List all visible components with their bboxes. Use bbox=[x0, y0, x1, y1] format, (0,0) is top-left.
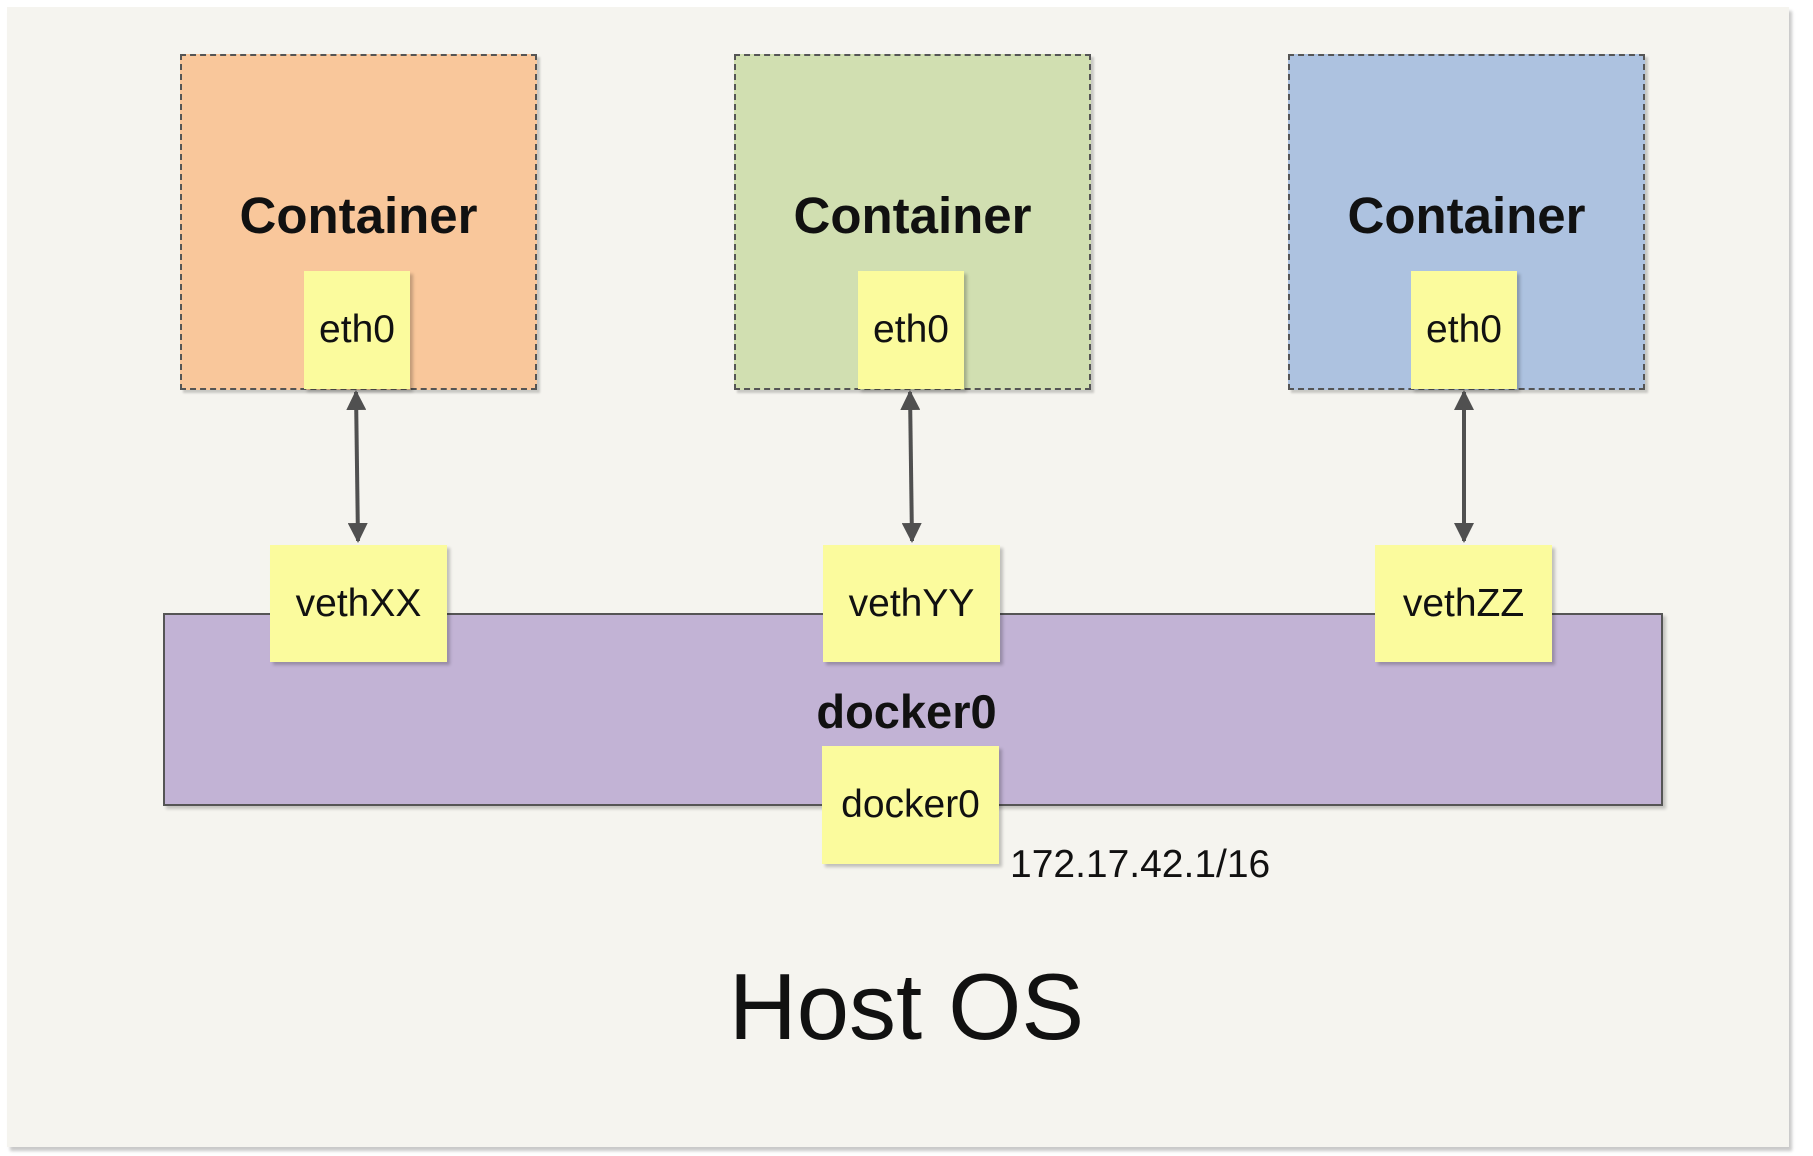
veth-yy: vethYY bbox=[823, 545, 1000, 662]
container-1-title: Container bbox=[239, 187, 478, 244]
link-arrow-1 bbox=[346, 390, 368, 543]
container-3-eth0: eth0 bbox=[1411, 271, 1517, 389]
veth-zz: vethZZ bbox=[1375, 545, 1552, 662]
container-1: Container bbox=[180, 54, 537, 390]
container-2-eth0: eth0 bbox=[858, 271, 964, 389]
docker0-bridge-title: docker0 bbox=[816, 685, 997, 738]
veth-xx: vethXX bbox=[270, 545, 447, 662]
host-os-label: Host OS bbox=[728, 954, 1085, 1059]
container-3-title: Container bbox=[1347, 187, 1586, 244]
container-1-eth0: eth0 bbox=[304, 271, 410, 389]
link-arrow-2 bbox=[900, 390, 922, 543]
docker0-interface: docker0 bbox=[822, 746, 999, 864]
container-2-title: Container bbox=[793, 187, 1032, 244]
docker0-ip-address: 172.17.42.1/16 bbox=[1010, 843, 1271, 886]
